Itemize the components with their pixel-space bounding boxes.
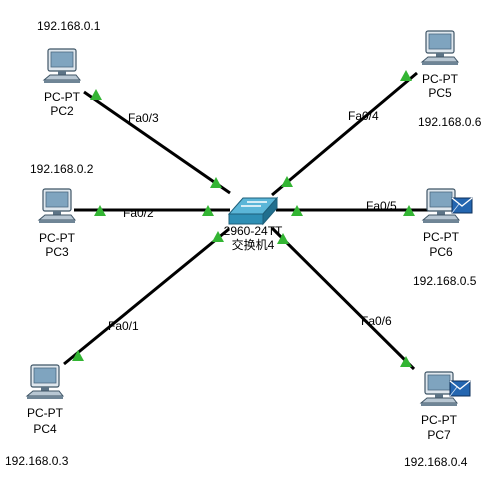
pc2-icon[interactable] [42,48,82,83]
pc6-model-label: PC-PT [423,230,459,244]
link-up-indicator-pc7-switch [400,356,412,367]
pc3-icon[interactable] [37,188,77,223]
pc7-ip-label: 192.168.0.4 [404,455,468,469]
pc4-port-label: Fa0/1 [108,319,139,333]
pc2-port-label: Fa0/3 [128,111,159,125]
pc2-name-label: PC2 [50,104,74,118]
pc2-ip-label: 192.168.0.1 [37,19,101,33]
pc4-model-label: PC-PT [27,406,63,420]
link-up-indicator-pc4-pc [72,350,84,361]
pc3-port-label: Fa0/2 [123,206,154,220]
link-up-indicator-pc5-switch [281,176,293,187]
switch-model-label: 2960-24TT [223,224,283,238]
pc7-envelope-icon[interactable] [449,380,471,397]
pc7-model-label: PC-PT [421,413,457,427]
switch-icon[interactable] [227,196,279,226]
link-up-indicator-pc7-pc [277,233,289,244]
pc5-icon[interactable] [420,30,460,65]
pc7-name-label: PC7 [427,428,451,442]
link-up-indicator-pc3-switch [202,205,214,216]
link-up-indicator-pc4-switch [212,231,224,242]
pc4-name-label: PC4 [33,422,57,436]
switch-name-label: 交换机4 [231,238,275,252]
link-pc4[interactable] [63,227,230,366]
link-up-indicator-pc3-pc [94,205,106,216]
pc5-name-label: PC5 [428,86,452,100]
pc6-ip-label: 192.168.0.5 [413,274,477,288]
pc6-icon[interactable] [421,188,461,223]
pc3-model-label: PC-PT [39,231,75,245]
link-up-indicator-pc2-switch [210,177,222,188]
link-pc5[interactable] [271,71,418,197]
pc4-ip-label: 192.168.0.3 [5,454,69,468]
pc3-name-label: PC3 [45,245,69,259]
pc6-port-label: Fa0/5 [366,199,397,213]
pc7-port-label: Fa0/6 [361,314,392,328]
link-up-indicator-pc5-pc [400,70,412,81]
pc5-port-label: Fa0/4 [348,109,379,123]
pc6-name-label: PC6 [429,245,453,259]
pc3-ip-label: 192.168.0.2 [30,162,94,176]
pc2-model-label: PC-PT [44,90,80,104]
pc5-ip-label: 192.168.0.6 [418,115,482,129]
link-up-indicator-pc2-pc [90,89,102,100]
link-pc7[interactable] [270,226,416,371]
link-up-indicator-pc6-switch [403,205,415,216]
link-pc2[interactable] [83,90,231,195]
pc5-model-label: PC-PT [422,72,458,86]
link-up-indicator-pc6-pc [291,205,303,216]
pc4-icon[interactable] [25,364,65,399]
pc6-envelope-icon[interactable] [451,197,473,214]
